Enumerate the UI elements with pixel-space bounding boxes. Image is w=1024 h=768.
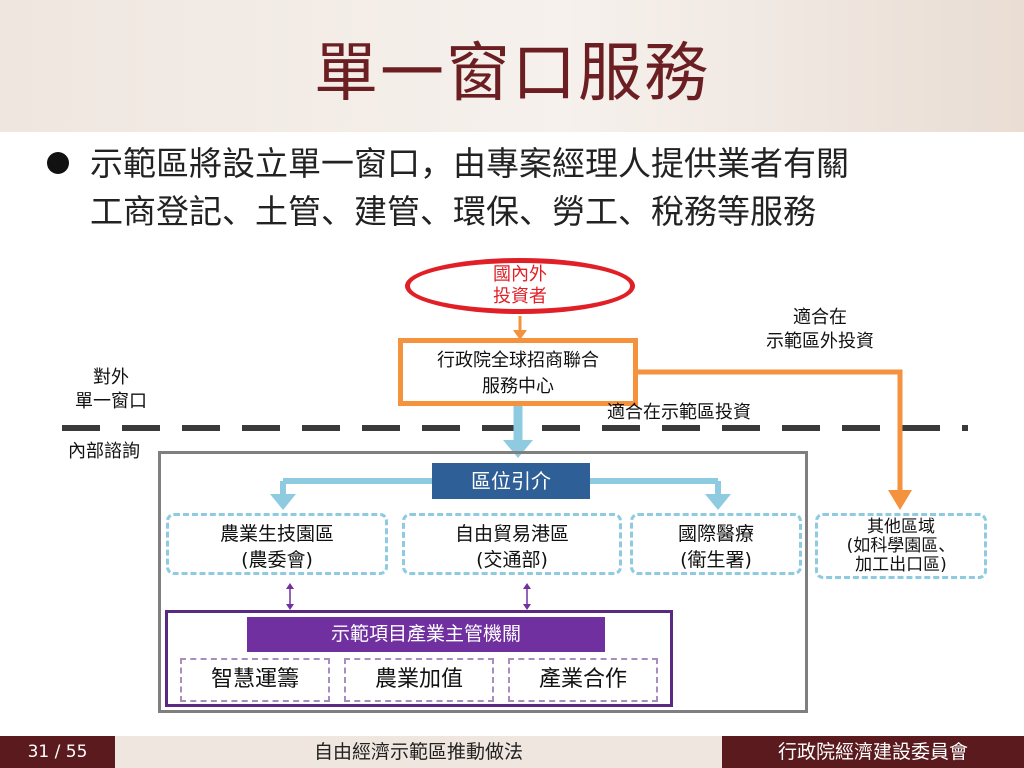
zone-other: 其他區域 (如科學園區、 加工出口區) xyxy=(815,513,987,579)
slide-title: 單一窗口服務 xyxy=(314,37,710,111)
zone-agri-biotech: 農業生技園區 (農委會) xyxy=(166,513,388,575)
bullet-icon xyxy=(47,152,69,174)
zone-arrowhead-left xyxy=(270,494,296,510)
external-window-line-2: 單一窗口 xyxy=(75,391,147,412)
zone-port-line-2: (交通部) xyxy=(476,549,548,571)
footer-topic: 自由經濟示範區推動做法 xyxy=(115,736,722,768)
service-industry-coop: 產業合作 xyxy=(508,658,658,702)
internal-frame xyxy=(158,451,808,713)
zone-other-line-1: 其他區域 xyxy=(867,517,935,537)
investor-line-1: 國內外 xyxy=(493,264,547,285)
bullet-text: 示範區將設立單一窗口，由專案經理人提供業者有關 工商登記、土管、建管、環保、勞工… xyxy=(90,140,990,236)
inside-route-arrowhead xyxy=(503,440,533,458)
service-smart-logistics: 智慧運籌 xyxy=(180,658,330,702)
zone-free-trade-port: 自由貿易港區 (交通部) xyxy=(402,513,622,575)
zone-intl-medical: 國際醫療 (衛生署) xyxy=(630,513,802,575)
outside-label-line-1: 適合在 xyxy=(793,307,847,328)
investor-line-2: 投資者 xyxy=(493,286,547,307)
authority-label: 示範項目產業主管機關 xyxy=(247,617,605,652)
bullet-line-2: 工商登記、土管、建管、環保、勞工、稅務等服務 xyxy=(90,192,816,231)
zone-port-line-1: 自由貿易港區 xyxy=(454,523,569,545)
investment-service-center: 行政院全球招商聯合 服務中心 xyxy=(398,338,638,406)
outside-route-arrowhead xyxy=(888,490,912,510)
zone-medical-line-1: 國際醫療 xyxy=(677,523,754,545)
zone-arrowhead-right xyxy=(705,494,731,510)
center-line-1: 行政院全球招商聯合 xyxy=(437,350,599,371)
zone-medical-line-2: (衛生署) xyxy=(680,549,752,571)
external-window-line-1: 對外 xyxy=(93,367,129,388)
zone-agri-line-2: (農委會) xyxy=(241,549,313,571)
center-line-2: 服務中心 xyxy=(482,376,554,397)
investor-arrowhead xyxy=(513,330,527,340)
bullet-line-1: 示範區將設立單一窗口，由專案經理人提供業者有關 xyxy=(90,144,849,183)
zone-other-line-3: 加工出口區) xyxy=(855,555,947,575)
title-band xyxy=(0,0,1024,132)
zone-intro-label: 區位引介 xyxy=(432,463,590,499)
inside-label: 適合在示範區投資 xyxy=(607,402,751,423)
outside-label-line-2: 示範區外投資 xyxy=(766,331,874,352)
investor-node: 國內外 投資者 xyxy=(405,258,635,314)
authority-frame xyxy=(165,610,673,707)
zone-agri-line-1: 農業生技園區 xyxy=(219,523,334,545)
footer-organization: 行政院經濟建設委員會 xyxy=(722,736,1024,768)
external-window-label: 對外 單一窗口 xyxy=(56,366,166,414)
zone-other-line-2: (如科學園區、 xyxy=(846,536,956,556)
outside-route-line xyxy=(638,369,903,498)
footer-page-number: 31 / 55 xyxy=(0,736,115,768)
internal-consult-label: 內部諮詢 xyxy=(68,441,140,462)
service-agri-value-add: 農業加值 xyxy=(344,658,494,702)
outside-label: 適合在 示範區外投資 xyxy=(740,306,900,354)
